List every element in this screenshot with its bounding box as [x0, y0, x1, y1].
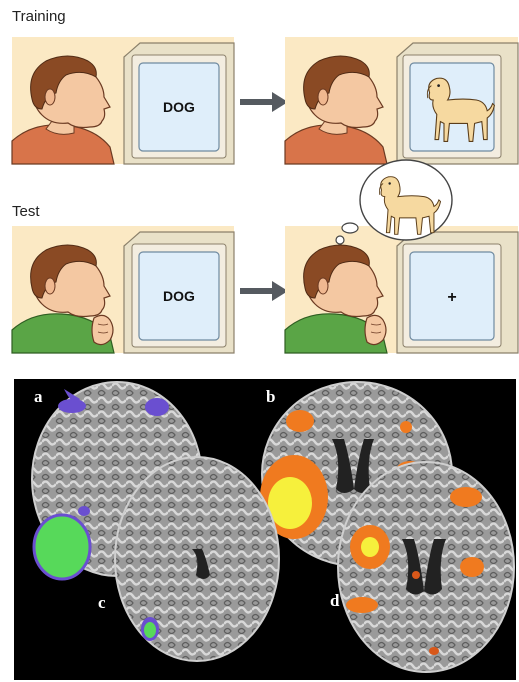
fixation-cross: + [447, 289, 456, 306]
person-head-icon [285, 56, 387, 164]
training-image-panel [285, 37, 518, 164]
right-arrow-icon [240, 281, 288, 301]
screen-cue-text: DOG [163, 288, 195, 304]
screen-cue-text: DOG [163, 99, 195, 115]
thought-bubble-icon [330, 158, 470, 248]
person-head-icon [12, 56, 114, 164]
brain-slice-c [115, 457, 279, 661]
training-cue-panel: DOG [12, 37, 234, 164]
test-cue-panel: DOG [12, 226, 234, 353]
test-label: Test [12, 203, 40, 220]
brain-slice-d [338, 462, 514, 672]
monitor [397, 232, 518, 353]
panel-label-b: b [266, 387, 275, 407]
training-label: Training [12, 8, 66, 25]
fmri-panel: a b c d [14, 379, 516, 680]
panel-label-d: d [330, 591, 339, 611]
person-head-icon [285, 245, 387, 353]
person-head-icon [12, 245, 114, 353]
panel-label-a: a [34, 387, 43, 407]
panel-label-c: c [98, 593, 106, 613]
right-arrow-icon [240, 92, 288, 112]
